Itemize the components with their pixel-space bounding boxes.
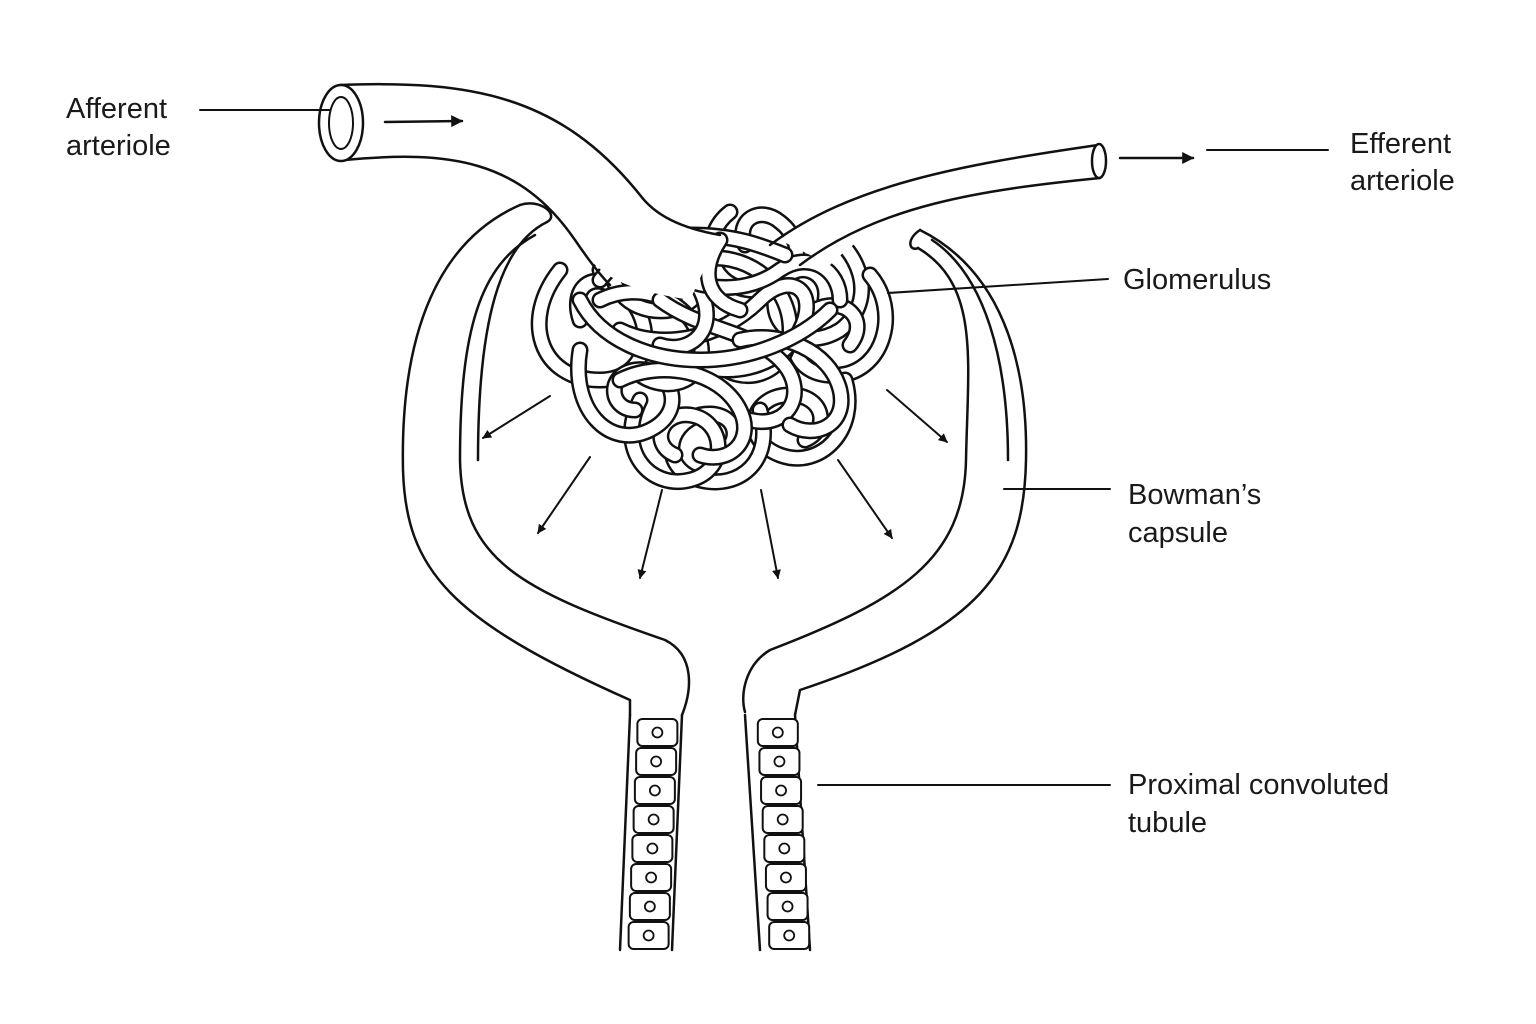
- glomerulus-leader-line: [887, 278, 1109, 294]
- proximal-convoluted-tubule: [618, 713, 812, 952]
- filtration-arrows: [482, 389, 948, 579]
- bowman-label-line2: capsule: [1128, 517, 1228, 549]
- capillary-loop: [702, 234, 746, 316]
- filtration-arrow: [482, 395, 551, 439]
- filtration-arrow: [837, 459, 893, 539]
- afferent-arteriole: [317, 82, 722, 300]
- labels: Afferent arteriole Efferent arteriole Gl…: [66, 93, 1455, 839]
- cell-nucleus: [773, 755, 786, 768]
- pct-label-line2: tubule: [1128, 807, 1207, 839]
- cell-nucleus: [780, 871, 792, 884]
- cell-nucleus: [648, 784, 661, 797]
- cell-nucleus: [643, 900, 656, 913]
- afferent-flow-arrow: [383, 115, 464, 128]
- efferent-label-line2: arteriole: [1350, 165, 1455, 197]
- cell-nucleus: [778, 842, 791, 855]
- cell-nucleus: [776, 813, 789, 826]
- cell-nucleus: [646, 842, 659, 855]
- bowmans-capsule: [401, 202, 1028, 717]
- efferent-opening: [1090, 142, 1108, 180]
- bowman-label-line1: Bowman’s: [1128, 479, 1261, 511]
- leader-lines: [199, 109, 1329, 786]
- cell-nucleus: [783, 929, 796, 942]
- cell-nucleus: [775, 784, 787, 797]
- tubule-cells-left: [627, 718, 679, 950]
- tubule-cells-right: [756, 718, 811, 950]
- cell-nucleus: [651, 726, 664, 739]
- filtration-arrow: [760, 489, 781, 579]
- efferent-label-line1: Efferent: [1350, 128, 1451, 160]
- capillary-loop: [574, 294, 836, 366]
- cell-nucleus: [647, 813, 660, 826]
- cell-nucleus: [642, 929, 655, 942]
- cell-nucleus: [771, 726, 784, 739]
- capillary-loop: [614, 364, 751, 464]
- afferent-label-line2: arteriole: [66, 130, 171, 162]
- filtration-arrow: [537, 456, 591, 534]
- capillary-loop: [572, 344, 678, 442]
- pct-label-line1: Proximal convoluted: [1128, 769, 1389, 801]
- cell-nucleus: [645, 871, 658, 884]
- efferent-arteriole: [768, 142, 1195, 267]
- afferent-label-line1: Afferent: [66, 93, 167, 125]
- glomerulus-label: Glomerulus: [1123, 264, 1271, 296]
- capillary-loop: [788, 269, 892, 382]
- filtration-arrow: [886, 389, 948, 443]
- filtration-arrow: [637, 489, 663, 579]
- cell-nucleus: [781, 900, 794, 913]
- cell-nucleus: [650, 755, 663, 768]
